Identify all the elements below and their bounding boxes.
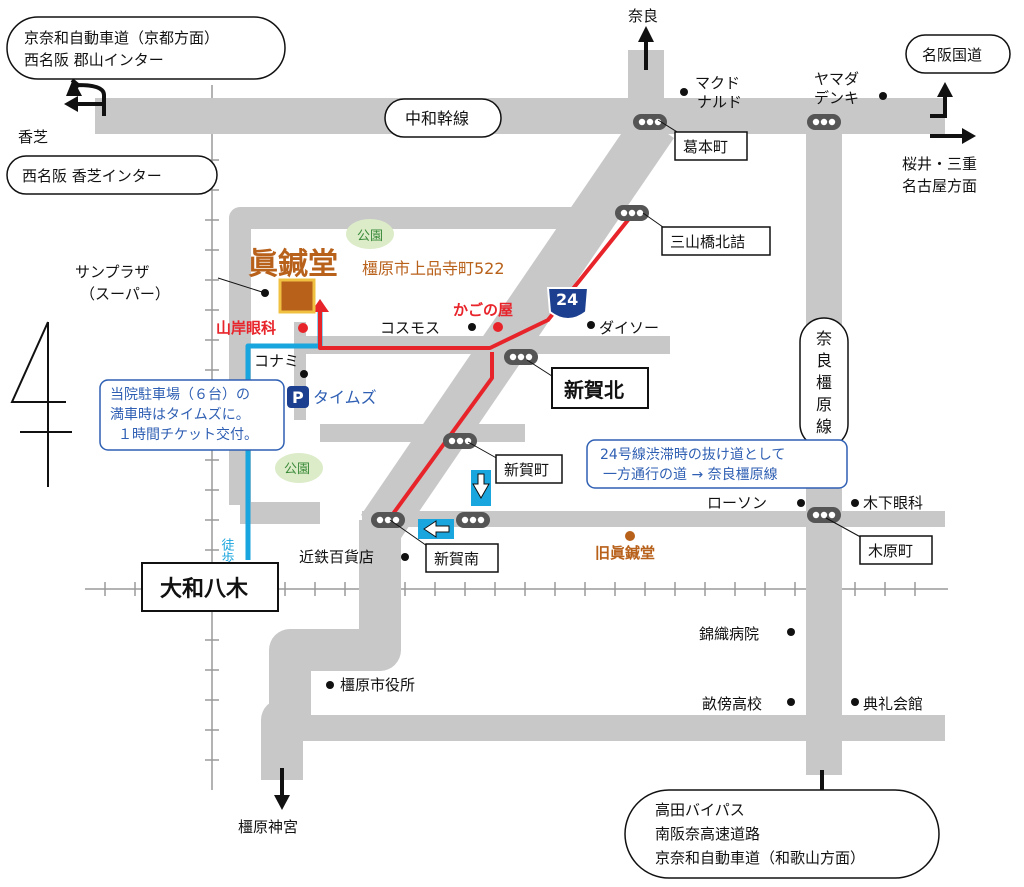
parking-note: 当院駐車場（６台）の 満車時はタイムズに。 １時間チケット交付。 (99, 379, 285, 451)
park-label: 公園 (284, 462, 310, 477)
park-south (275, 453, 323, 483)
road-label-nara-kashihara: 奈良橿原線 (799, 317, 849, 449)
station-shinga-kita: 新賀北 (526, 359, 649, 409)
yamada-label-2: デンキ (814, 89, 859, 107)
sanyamabashi-label: 三山橋北詰 (670, 233, 745, 251)
svg-text:京奈和自動車道（京都方面）: 京奈和自動車道（京都方面） (24, 29, 219, 47)
parking-icon (287, 386, 309, 408)
traffic-signal-icon (807, 114, 841, 130)
shingacho-label: 新賀町 (504, 461, 549, 479)
svg-text:西名阪 香芝インター: 西名阪 香芝インター (22, 167, 162, 185)
svg-text:中和幹線: 中和幹線 (405, 109, 469, 128)
road-label-chuwa: 中和幹線 (384, 98, 502, 138)
dest-kashiba: 香芝 (18, 128, 48, 146)
yamagishi-dot (298, 323, 308, 333)
svg-text:満車時はタイムズに。: 満車時はタイムズに。 (110, 406, 250, 423)
cosmos-label: コスモス (380, 319, 440, 337)
parking-name: タイムズ (313, 388, 377, 407)
clinic-building (278, 278, 316, 314)
svg-text:１時間チケット交付。: １時間チケット交付。 (118, 426, 258, 443)
dest-sakurai-1: 桜井・三重 (902, 155, 977, 173)
svg-text:24号線渋滞時の抜け道として: 24号線渋滞時の抜け道として (600, 447, 785, 463)
old-clinic-dot (625, 531, 635, 541)
bypass-note: 24号線渋滞時の抜け道として 一方通行の道 → 奈良橿原線 (586, 439, 848, 489)
traffic-signal-icon (456, 512, 490, 528)
one-way-arrow-down (471, 470, 491, 506)
station-yamato-yagi: 大和八木 (141, 562, 279, 612)
svg-text:当院駐車場（６台）の: 当院駐車場（６台）の (110, 386, 250, 403)
park-north (346, 219, 394, 249)
city-hall-label: 橿原市役所 (340, 676, 415, 694)
walk-label: 徒歩 (219, 538, 235, 565)
park-label: 公園 (357, 229, 383, 244)
kagonoya-dot (493, 322, 503, 332)
svg-text:大和八木: 大和八木 (160, 577, 249, 602)
intersection-labels: 葛本町 三山橋北詰 新賀町 新賀南 木原町 (389, 119, 933, 573)
sunplaza-sub: （スーパー） (80, 285, 170, 303)
konami-label: コナミ (254, 352, 299, 370)
yamagishi-label: 山岸眼科 (216, 319, 276, 337)
direction-arrows (70, 35, 968, 810)
unebi-label: 畝傍高校 (702, 695, 762, 713)
nishiki-label: 錦織病院 (699, 625, 759, 643)
nara-kashihara-label: 奈良橿原線 (816, 329, 832, 436)
parking-icon-letter: P (292, 388, 304, 407)
route-24-shield: 24 (546, 287, 590, 320)
sunplaza-label: サンプラザ (75, 263, 150, 281)
kinoshita-label: 木下眼科 (863, 494, 923, 512)
traffic-signal-icon (633, 114, 667, 130)
dest-nara: 奈良 (628, 7, 658, 25)
landmarks: サンプラザ （スーパー） コナミ コスモス ダイソー マクド ナルド ヤマダ デ… (75, 70, 923, 713)
mcd-label-1: マクド (695, 74, 740, 92)
svg-text:高田バイパス: 高田バイパス (655, 801, 745, 819)
svg-text:新賀北: 新賀北 (564, 378, 624, 402)
dest-south: 高田バイパス 南阪奈高速道路 京奈和自動車道（和歌山方面） (624, 789, 940, 879)
svg-text:京奈和自動車道（和歌山方面）: 京奈和自動車道（和歌山方面） (655, 849, 865, 867)
traffic-signal-icon (504, 349, 538, 365)
driving-route-2 (388, 352, 494, 520)
dest-sakurai-2: 名古屋方面 (902, 177, 977, 195)
traffic-signal-icon (443, 433, 477, 449)
svg-text:24: 24 (556, 290, 578, 309)
old-clinic-label: 旧眞鍼堂 (595, 544, 655, 562)
dest-kashihara-jingu: 橿原神宮 (238, 818, 298, 836)
shinga-minami-label: 新賀南 (434, 550, 479, 568)
traffic-signal-icon (807, 507, 841, 523)
kiharacho-label: 木原町 (868, 542, 913, 560)
lawson-label: ローソン (707, 494, 767, 512)
tenrei-label: 典礼会館 (863, 695, 923, 713)
svg-text:西名阪 郡山インター: 西名阪 郡山インター (24, 51, 164, 69)
mcd-label-2: ナルド (697, 93, 742, 111)
kagonoya-label: かごの屋 (453, 301, 513, 319)
kintetsu-label: 近鉄百貨店 (299, 548, 374, 566)
traffic-signals (371, 114, 841, 528)
one-way-arrow-left (418, 519, 454, 539)
driving-route-1 (318, 213, 634, 350)
daiso-label: ダイソー (599, 319, 659, 337)
traffic-signal-icon (371, 512, 405, 528)
dest-kyoto: 京奈和自動車道（京都方面） 西名阪 郡山インター (6, 16, 286, 80)
svg-text:一方通行の道 → 奈良橿原線: 一方通行の道 → 奈良橿原線 (603, 467, 778, 483)
kuzumoto-label: 葛本町 (683, 138, 728, 156)
traffic-signal-icon (615, 205, 649, 221)
clinic-name: 眞鍼堂 (248, 247, 338, 282)
dest-kashiba-ic: 西名阪 香芝インター (6, 155, 218, 195)
dest-meihan: 名阪国道 (905, 34, 1011, 74)
svg-text:南阪奈高速道路: 南阪奈高速道路 (655, 825, 760, 843)
yamada-label-1: ヤマダ (814, 70, 859, 88)
clinic-address: 橿原市上品寺町522 (362, 259, 505, 278)
svg-text:名阪国道: 名阪国道 (922, 46, 982, 64)
north-arrow-symbol (10, 321, 72, 487)
